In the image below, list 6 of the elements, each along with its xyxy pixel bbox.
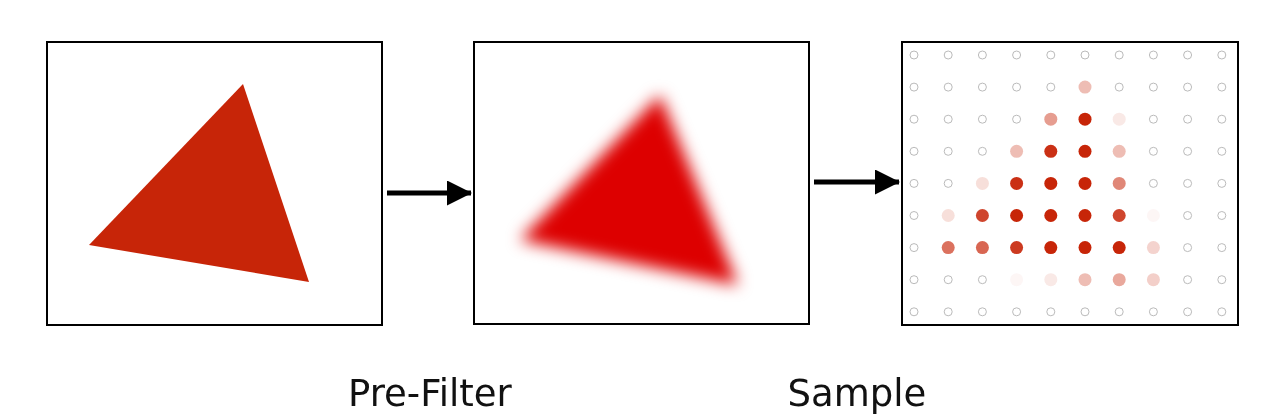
step-label: Sample [787,375,927,412]
arrow [387,180,472,206]
arrow [814,169,900,195]
picture-frame [473,41,810,325]
picture-frame [46,41,383,326]
step-label: Pre-Filter [348,375,512,412]
